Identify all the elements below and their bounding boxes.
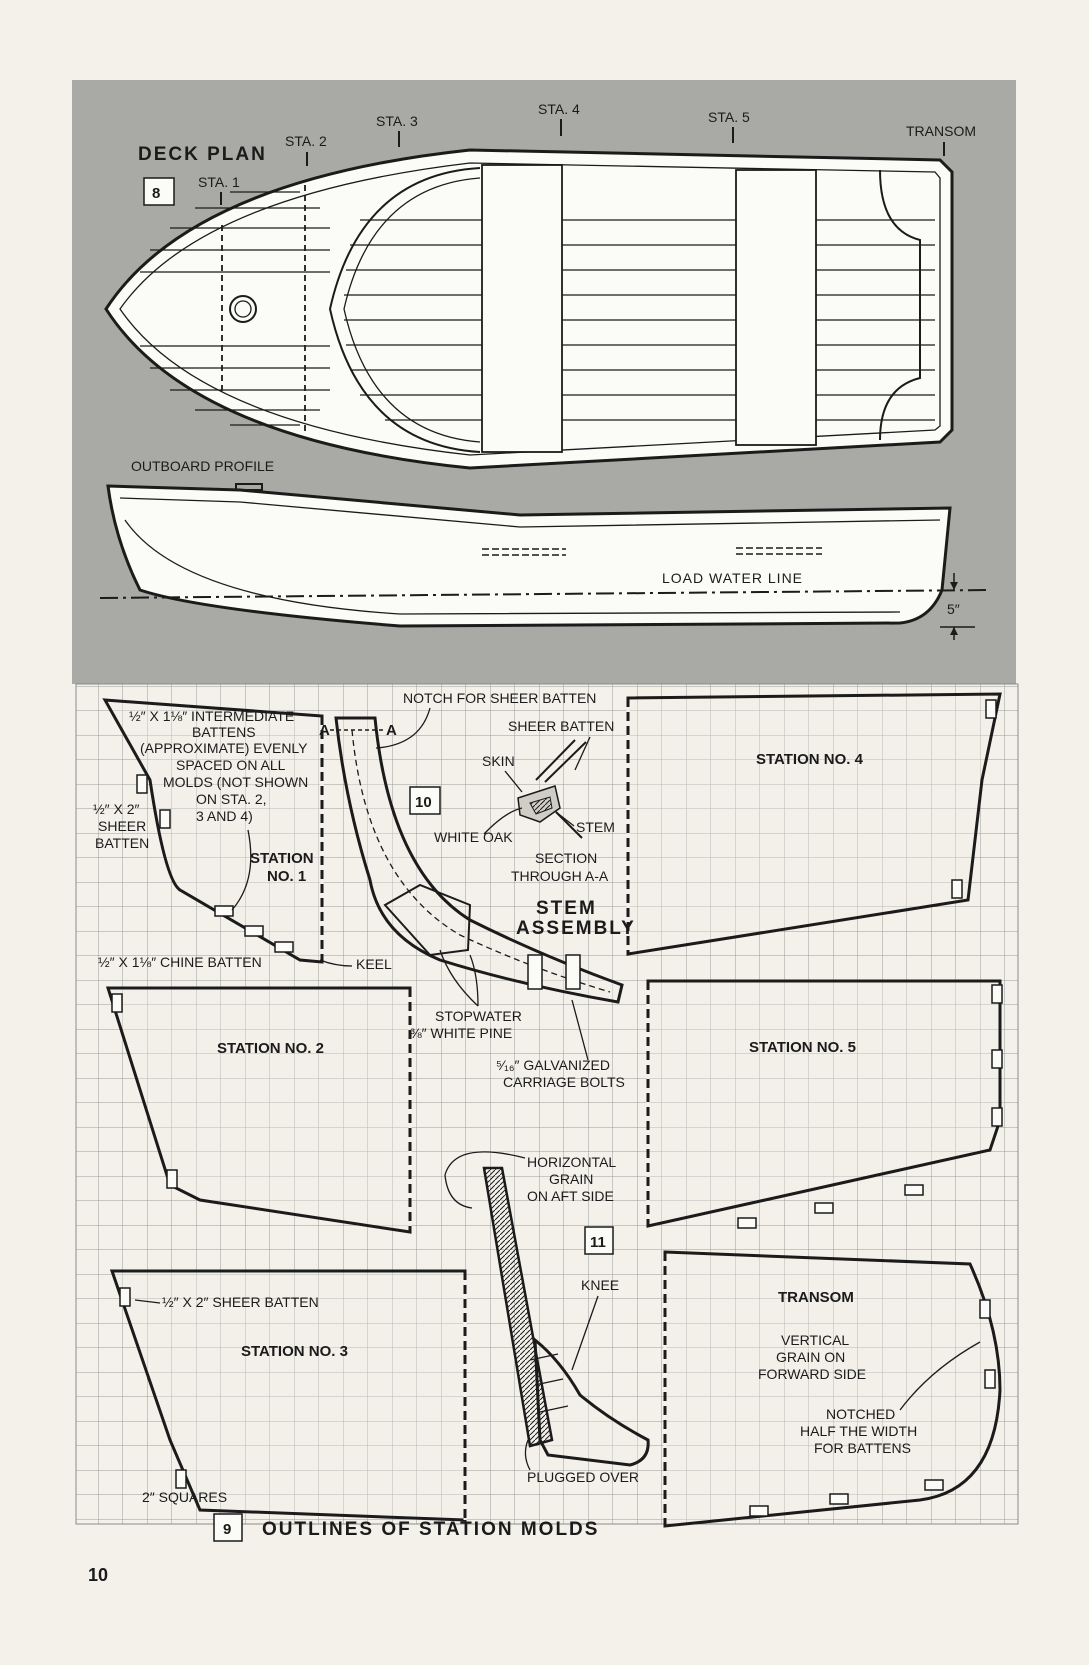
figure-8-box bbox=[143, 177, 175, 206]
transom-notch-line-2: HALF THE WIDTH bbox=[800, 1423, 917, 1439]
cockpit-coaming bbox=[328, 167, 481, 453]
stem-assembly-figure: A A 10 NOTCH FOR SHEER BATTEN SHEER BATT… bbox=[319, 690, 636, 1090]
load-water-line-label: LOAD WATER LINE bbox=[662, 570, 803, 586]
section-aa-line-1: SECTION bbox=[535, 850, 597, 866]
sheer-batten-3-label: ½″ X 2″ SHEER BATTEN bbox=[162, 1294, 319, 1310]
profile-chine-line bbox=[124, 519, 901, 615]
station-4-mold: STATION NO. 4 bbox=[626, 692, 1002, 956]
profile-hull bbox=[106, 484, 952, 628]
outboard-profile-figure: OUTBOARD PROFILE LOAD WATER LINE 5″ bbox=[99, 458, 991, 640]
stopwater-line-2: ⅜″ WHITE PINE bbox=[410, 1025, 512, 1041]
bolts-line-1: ⁵⁄₁₆″ GALVANIZED bbox=[496, 1057, 610, 1073]
sta-3-label: STA. 3 bbox=[376, 113, 418, 129]
stem-label: STEM bbox=[576, 819, 615, 835]
transom-mold: TRANSOM VERTICAL GRAIN ON FORWARD SIDE N… bbox=[663, 1250, 1002, 1528]
chine-batten-label: ½″ X 1⅛″ CHINE BATTEN bbox=[98, 954, 262, 970]
station-2-name: STATION NO. 2 bbox=[217, 1040, 324, 1057]
middle-seat bbox=[735, 169, 817, 446]
station-1-mold: STATION NO. 1 ½″ X 1⅛″ INTERMEDIATE BATT… bbox=[93, 698, 392, 972]
transom-board-section bbox=[482, 1166, 554, 1448]
deck-plan-title: DECK PLAN bbox=[138, 144, 267, 165]
sta-4-label: STA. 4 bbox=[538, 101, 580, 117]
bolts-line-2: CARRIAGE BOLTS bbox=[503, 1074, 625, 1090]
batten-note-5: MOLDS (NOT SHOWN bbox=[163, 774, 308, 790]
knee-block bbox=[533, 1336, 650, 1467]
transom-label: TRANSOM bbox=[906, 123, 976, 139]
outboard-profile-title: OUTBOARD PROFILE bbox=[131, 458, 274, 474]
horizontal-grain-line-3: ON AFT SIDE bbox=[527, 1188, 614, 1204]
cockpit-coaming-inner bbox=[343, 177, 481, 443]
transom-grain-line-2: GRAIN ON bbox=[776, 1349, 845, 1365]
transom-grain-line-3: FORWARD SIDE bbox=[758, 1366, 866, 1382]
cockpit-planking bbox=[344, 219, 935, 421]
freeboard-dimension: 5″ bbox=[947, 601, 960, 617]
section-a-right: A bbox=[386, 722, 397, 739]
figure-9-number: 9 bbox=[223, 1521, 231, 1538]
figure-11-number: 11 bbox=[590, 1234, 606, 1251]
sta-2-label: STA. 2 bbox=[285, 133, 327, 149]
station-1-name-line-1: STATION bbox=[250, 850, 314, 867]
deck-plan-inner-sheer bbox=[119, 162, 941, 456]
plugged-over-label: PLUGGED OVER bbox=[527, 1469, 639, 1485]
station-3-name: STATION NO. 3 bbox=[241, 1343, 348, 1360]
batten-note-1: ½″ X 1⅛″ INTERMEDIATE bbox=[129, 708, 294, 724]
stem-knee-block bbox=[383, 883, 472, 957]
deck-plan-figure: DECK PLAN 8 bbox=[104, 101, 976, 470]
transom-mold-name: TRANSOM bbox=[778, 1289, 854, 1306]
station-2-mold: STATION NO. 2 bbox=[105, 986, 412, 1234]
transom-notch-line-3: FOR BATTENS bbox=[814, 1440, 911, 1456]
deck-fitting bbox=[229, 295, 257, 323]
station-5-mold: STATION NO. 5 bbox=[646, 979, 1003, 1229]
horizontal-grain-line-1: HORIZONTAL bbox=[527, 1154, 616, 1170]
stem-title-line-1: STEM bbox=[536, 898, 597, 919]
sheer-batten-1-line-1: ½″ X 2″ bbox=[93, 801, 140, 817]
windshield-fitting bbox=[235, 483, 263, 491]
knee-screws bbox=[529, 1353, 569, 1413]
notch-sheer-batten-label: NOTCH FOR SHEER BATTEN bbox=[403, 690, 596, 706]
section-sheer-batten-label: SHEER BATTEN bbox=[508, 718, 614, 734]
grid-background bbox=[76, 684, 1018, 1524]
figure-10-number: 10 bbox=[415, 794, 432, 811]
keel-label: KEEL bbox=[356, 956, 392, 972]
station-5-name: STATION NO. 5 bbox=[749, 1039, 856, 1056]
white-oak-label: WHITE OAK bbox=[434, 829, 513, 845]
batten-note-3: (APPROXIMATE) EVENLY bbox=[140, 740, 308, 756]
stem-title-line-2: ASSEMBLY bbox=[516, 918, 636, 939]
profile-sheer-line bbox=[119, 497, 941, 528]
station-1-name-line-2: NO. 1 bbox=[267, 868, 306, 885]
stopwater-line-1: STOPWATER bbox=[435, 1008, 522, 1024]
sheer-batten-1-line-2: SHEER bbox=[98, 818, 146, 834]
figure-10-box bbox=[409, 786, 441, 815]
transom-knee-figure: HORIZONTAL GRAIN ON AFT SIDE 11 KNEE PLU… bbox=[444, 1151, 650, 1485]
figure-11-box bbox=[584, 1226, 614, 1255]
figure-8-number: 8 bbox=[152, 185, 160, 202]
sheer-batten-1-line-3: BATTEN bbox=[95, 835, 149, 851]
foredeck-planking bbox=[140, 191, 330, 426]
sta-1-label: STA. 1 bbox=[198, 174, 240, 190]
figure-9-box bbox=[213, 1513, 243, 1542]
batten-note-4: SPACED ON ALL bbox=[176, 757, 286, 773]
station-3-mold: ½″ X 2″ SHEER BATTEN STATION NO. 3 2″ SQ… bbox=[109, 1269, 467, 1522]
section-aa-line-2: THROUGH A-A bbox=[511, 868, 609, 884]
station-4-name: STATION NO. 4 bbox=[756, 751, 864, 768]
batten-note-6: ON STA. 2, bbox=[196, 791, 267, 807]
forward-seat bbox=[481, 164, 563, 453]
load-water-line bbox=[99, 589, 991, 599]
section-skin-label: SKIN bbox=[482, 753, 515, 769]
page-number: 10 bbox=[88, 1565, 108, 1585]
stern-seat bbox=[879, 169, 921, 441]
sta-5-label: STA. 5 bbox=[708, 109, 750, 125]
station-molds-title: OUTLINES OF STATION MOLDS bbox=[262, 1519, 599, 1540]
batten-note-7: 3 AND 4) bbox=[196, 808, 253, 824]
section-a-left: A bbox=[319, 722, 330, 739]
transom-notch-line-1: NOTCHED bbox=[826, 1406, 895, 1422]
batten-note-2: BATTENS bbox=[192, 724, 256, 740]
horizontal-grain-line-2: GRAIN bbox=[549, 1171, 593, 1187]
grid-squares-note: 2″ SQUARES bbox=[142, 1489, 227, 1505]
transom-grain-line-1: VERTICAL bbox=[781, 1332, 849, 1348]
knee-label: KNEE bbox=[581, 1277, 619, 1293]
